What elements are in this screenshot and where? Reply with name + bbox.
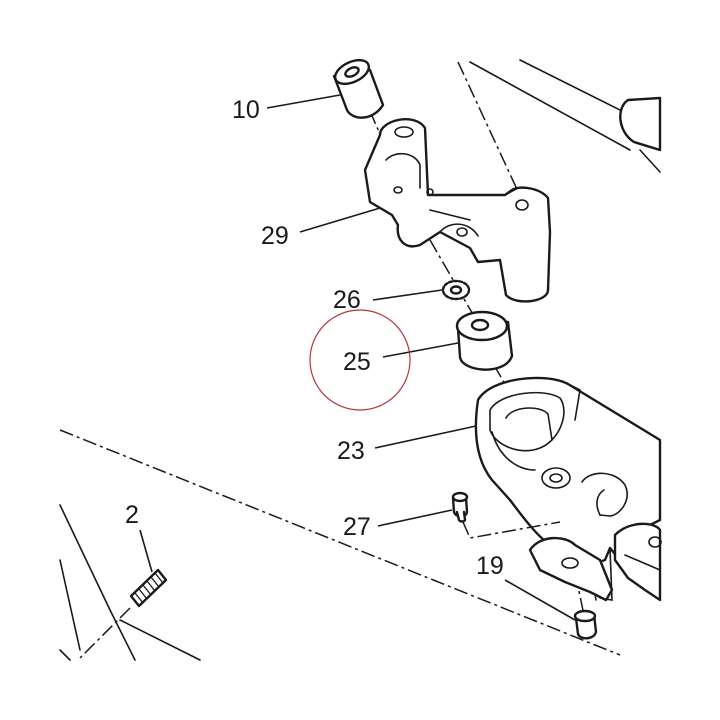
callout-25: 25 [343,348,371,376]
leader-25 [382,342,459,358]
part-23-housing [474,376,662,601]
callout-26: 26 [333,286,361,314]
leader-29 [299,207,381,233]
frame-tube-bottom [59,504,201,661]
callout-23: 23 [337,437,365,465]
callout-27: 27 [343,513,371,541]
callout-19: 19 [476,552,504,580]
lower-mount-plate [528,522,662,602]
leader-2 [139,529,153,573]
leader-10 [266,94,341,109]
part-25-spacer [455,310,514,371]
leader-26 [372,289,443,301]
frame-tube-top [469,59,662,173]
leader-23 [374,425,477,449]
part-2-stud [79,568,168,659]
part-10-bushing [332,58,385,119]
part-19-plug [573,609,598,640]
highlight-circle-25 [309,309,411,411]
center-axis-line [59,429,621,656]
right-axis [457,61,523,201]
part-29-bracket [363,118,552,303]
part-27-screw [451,491,561,539]
callout-10: 10 [232,96,260,124]
leader-19 [504,579,576,621]
callout-29: 29 [261,222,289,250]
leader-27 [377,509,453,527]
callout-2: 2 [125,501,139,529]
part-26-washer [441,279,471,301]
